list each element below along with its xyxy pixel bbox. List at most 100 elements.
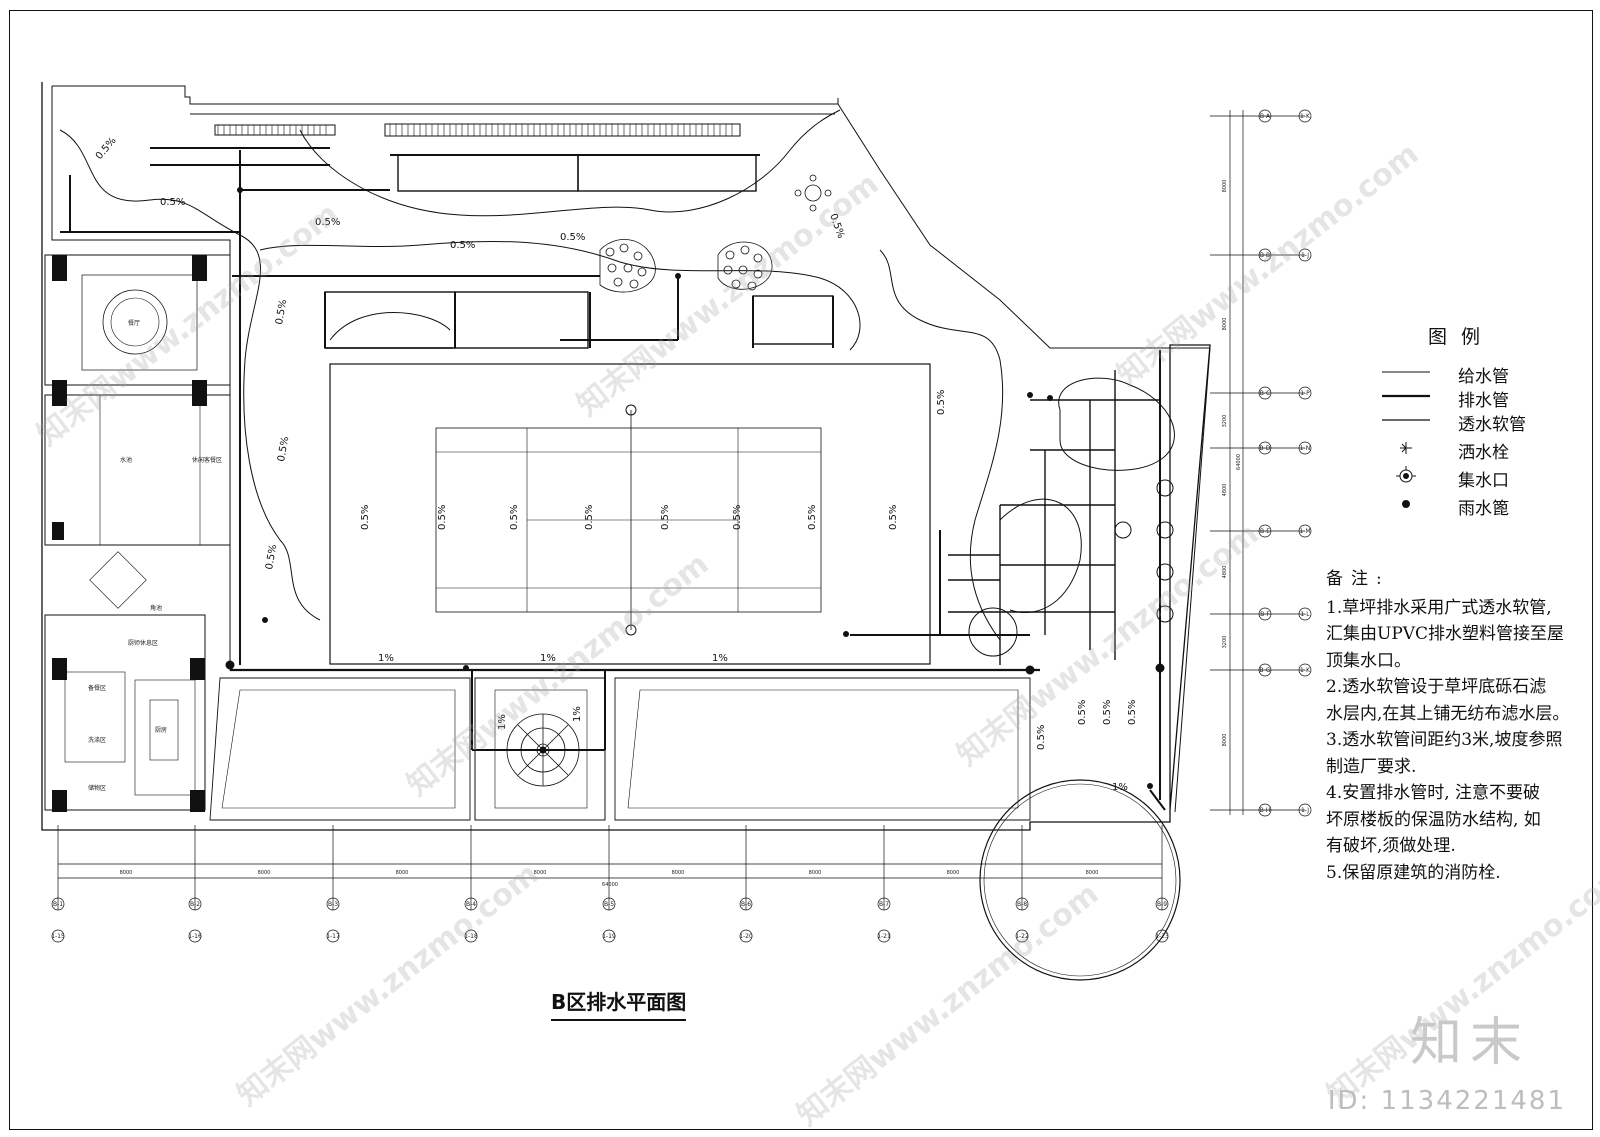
slope-label: 1% [378,653,394,664]
drawing-title: B区排水平面图 [551,986,687,1021]
axis-label: 1-J [1301,252,1309,259]
axis-label: 1-K [1300,667,1311,674]
axis-label: B-F [1260,611,1270,618]
note-line: 有破坏,须做处理. [1326,836,1456,856]
brand-logo: 知末 [1409,1013,1530,1073]
table-set [794,174,832,212]
room-label: 角池 [150,604,162,612]
legend-label: 透水软管 [1458,415,1526,435]
note-line: 2.透水软管设于草坪底砾石滤 [1326,677,1547,697]
slope-label: 0.5% [1036,725,1047,750]
axis-label: 1-20 [739,933,753,940]
axis-label: B-E [1260,528,1270,535]
thin-line-icon [1382,371,1430,373]
court [435,427,822,613]
building-left [44,254,231,811]
dimension-total: 64000 [1236,454,1242,470]
axis-label: 1-22 [1015,933,1029,940]
slope-label: 0.5% [807,505,818,530]
tree-cluster-1 [599,239,656,293]
axis-label: 1-18 [464,933,478,940]
east-diagonal [837,103,1210,349]
axis-label: B-3 [328,901,338,908]
collector-icon [1396,466,1416,483]
notes: 备注: 1.草坪排水采用广式透水软管, 汇集由UPVC排水塑料管接至屋 顶集水口… [1326,566,1586,886]
legend-title: 图例 [1428,326,1495,348]
top-parapet [52,85,839,105]
room-label: 洗涤区 [88,736,106,744]
axis-label: B-A [1260,113,1271,120]
axis-label: B-5 [604,901,614,908]
note-line: 3.透水软管间距约3米,坡度参照 [1326,730,1563,750]
legend-item-drain-pipe: 排水管 [1370,384,1570,411]
slope-label: 0.5% [888,505,899,530]
dimension-text: 3200 [1222,636,1228,649]
slope-label: 1% [1112,782,1128,793]
slope-label: 1% [540,653,556,664]
axis-label: B-H [1260,807,1271,814]
slope-label: 1% [572,706,583,722]
axis-label: B-2 [190,901,200,908]
axis-label: B-1 [53,901,63,908]
room-label: 休闲客餐区 [192,456,222,464]
axis-label: 1-17 [326,933,340,940]
dimension-total: 64000 [602,882,618,888]
drainage-pipes [60,147,1166,811]
legend-label: 集水口 [1458,471,1509,491]
dimension-right [1210,110,1305,815]
axis-label: B-G [1259,667,1271,674]
legend-item-collector: 集水口 [1370,464,1570,491]
legend-label: 给水管 [1458,367,1509,387]
note-line: 顶集水口。 [1326,650,1411,671]
slope-label: 0.5% [160,197,185,208]
axis-label: B-C [1260,390,1270,397]
columns [52,255,207,812]
dimension-text: 4800 [1222,484,1228,497]
axis-label: B-B [1260,252,1270,259]
note-line: 制造厂要求. [1326,756,1417,777]
axis-bubbles-right [1258,109,1312,817]
drawing-border [9,10,1593,1130]
corner-rotunda [979,779,1181,981]
slope-label: 0.5% [274,299,289,326]
axis-label: 1-K [1300,113,1311,120]
dimension-text: 8000 [1222,734,1228,747]
roof-edge-left [51,86,1030,671]
slope-label: 0.5% [1077,700,1088,725]
axis-label: 1-J [1301,807,1309,814]
dimension-text: 8000 [947,870,960,876]
axis-label: 1-21 [877,933,891,940]
axis-label: B-9 [1157,901,1167,908]
slope-label: 0.5% [560,232,585,243]
room-label: 厨师休息区 [128,639,158,647]
slope-label: 0.5% [360,505,371,530]
sprinkler-icon [1400,442,1412,454]
note-line: 坏原楼板的保温防水结构, 如 [1326,809,1541,830]
note-line: 水层内,在其上铺无纺布滤水层。 [1326,703,1570,724]
axis-label: 1-19 [602,933,616,940]
note-line: 5.保留原建筑的消防栓. [1326,862,1501,883]
dimension-text: 8000 [1086,870,1099,876]
axis-label: 1-16 [188,933,202,940]
slope-label: 0.5% [94,135,119,162]
lawn-edges [59,109,1175,641]
rain-grate-icon [1402,500,1410,508]
room-label: 水池 [120,456,132,464]
dimension-text: 8000 [1222,180,1228,193]
thick-line-icon [1382,394,1430,398]
dimension-text: 8000 [396,870,409,876]
dimension-text: 8000 [120,870,133,876]
axis-label: B-7 [879,901,889,908]
slope-label: 0.5% [509,505,520,530]
dimension-text: 3200 [1222,415,1228,428]
collectors [225,660,1165,754]
axis-label: B-D [1260,445,1271,452]
note-line: 1.草坪排水采用广式透水软管, [1326,597,1552,618]
slope-label: 1% [712,653,728,664]
legend-label: 雨水篦 [1458,499,1509,519]
legend-item-water-supply: 给水管 [1370,360,1570,387]
axis-label: 1-15 [51,933,65,940]
slope-label: 1% [497,714,508,730]
notes-title: 备注: [1326,569,1390,589]
